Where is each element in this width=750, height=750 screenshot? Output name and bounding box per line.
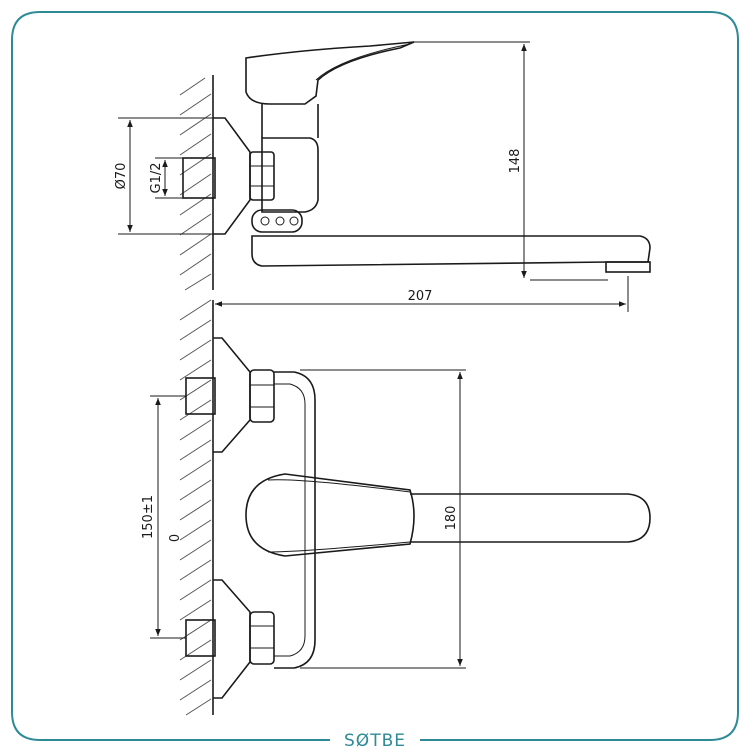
dimension-body-height: 180 <box>300 369 466 669</box>
brand-logo-text: SØTBE <box>344 731 406 750</box>
dimension-label-thread: G1/2 <box>149 163 164 194</box>
dimension-label-diameter: Ø70 <box>114 163 129 190</box>
dimension-label-180: 180 <box>444 506 459 531</box>
side-view <box>179 41 651 291</box>
frame-border <box>11 11 739 741</box>
dimension-reach: 207 <box>215 276 629 312</box>
dimension-label-zero: 0 <box>168 534 183 542</box>
wall-hatching-bottom <box>179 299 212 716</box>
dimension-label-148: 148 <box>508 149 523 174</box>
dimension-center-distance: 150±1 0 <box>141 395 186 639</box>
dimension-thread: G1/2 <box>149 157 183 199</box>
dimension-label-150: 150±1 <box>141 495 156 539</box>
dimension-label-207: 207 <box>408 289 433 304</box>
dimension-flange-diameter: Ø70 <box>114 117 213 235</box>
front-view <box>179 299 651 716</box>
wall-hatching-top <box>179 77 212 291</box>
dimension-spout-height: 148 <box>414 41 608 281</box>
